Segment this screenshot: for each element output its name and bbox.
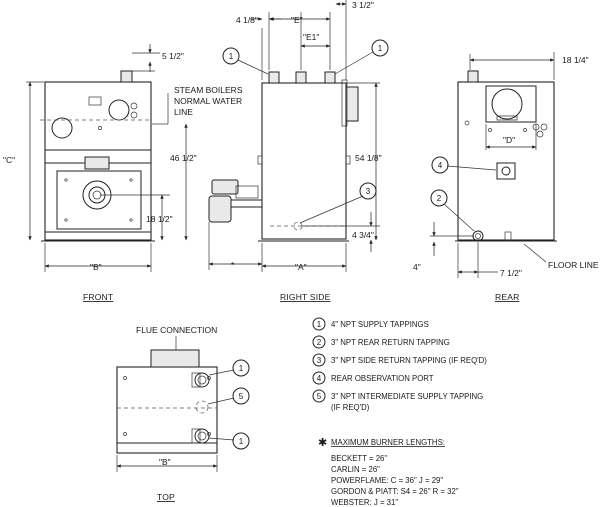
dim-18-1-4: 18 1/4" xyxy=(562,55,589,65)
burner-motor xyxy=(211,179,239,195)
side-cabinet xyxy=(261,82,347,240)
view-label-top: TOP xyxy=(157,492,175,502)
legend-item: 5 3" NPT INTERMEDIATE SUPPLY TAPPING (IF… xyxy=(312,389,483,412)
dim-star: * xyxy=(231,260,235,270)
svg-text:4" NPT SUPPLY TAPPINGS: 4" NPT SUPPLY TAPPINGS xyxy=(331,320,429,329)
svg-text:1: 1 xyxy=(378,44,383,53)
burner-line: BECKETT = 26" xyxy=(331,454,387,463)
svg-text:5: 5 xyxy=(317,392,322,401)
burner-line: POWERFLAME: C = 36" J = 29" xyxy=(331,476,443,485)
svg-text:4: 4 xyxy=(317,374,322,383)
svg-text:REAR OBSERVATION PORT: REAR OBSERVATION PORT xyxy=(331,374,434,383)
dim-5-1-2: 5 1/2" xyxy=(162,51,184,61)
svg-text:4: 4 xyxy=(438,161,443,170)
dim-3-1-2: 3 1/2" xyxy=(352,0,374,10)
svg-text:3" NPT REAR RETURN TAPPING: 3" NPT REAR RETURN TAPPING xyxy=(331,338,450,347)
dim-b-top: "B" xyxy=(159,457,171,467)
callout-1-top-lower xyxy=(232,432,250,450)
burner-line: GORDON & PIATT: S4 = 26" R = 32" xyxy=(331,487,459,496)
callout-4-rear xyxy=(431,156,449,174)
callout-1-side-left xyxy=(222,47,240,65)
front-supply-nozzle xyxy=(120,70,133,83)
dim-b-front: "B" xyxy=(90,262,102,272)
svg-text:5: 5 xyxy=(239,392,244,401)
burner-line: WEBSTER: J = 31" xyxy=(331,498,398,507)
rear-observation-port xyxy=(496,162,516,180)
burner-line: CARLIN = 26" xyxy=(331,465,380,474)
side-flue-collar xyxy=(345,86,359,122)
rear-cabinet xyxy=(457,81,555,241)
svg-text:3: 3 xyxy=(317,356,322,365)
steam-line-1: STEAM BOILERS xyxy=(174,85,243,95)
svg-text:1: 1 xyxy=(239,364,244,373)
view-label-rear: REAR xyxy=(495,292,519,302)
rear-callouts: 4 2 xyxy=(430,156,497,232)
top-view xyxy=(116,349,218,454)
dim-a: "A" xyxy=(295,262,307,272)
dim-46-1-2: 46 1/2" xyxy=(170,153,197,163)
dim-e: "E" xyxy=(291,15,303,25)
burner-housing xyxy=(208,195,232,223)
right-side-view xyxy=(208,71,359,242)
dim-54-1-8: 54 1/8" xyxy=(355,153,382,163)
steam-line-3: LINE xyxy=(174,107,193,117)
front-dimensions: "C" 5 1/2" STEAM BOILERS NORMAL WATER LI… xyxy=(3,44,243,302)
legend-item: 1 4" NPT SUPPLY TAPPINGS xyxy=(312,317,429,331)
dim-7-1-2: 7 1/2" xyxy=(500,268,522,278)
front-burner-plate xyxy=(56,170,142,230)
svg-text:3" NPT INTERMEDIATE SUPPLY TAP: 3" NPT INTERMEDIATE SUPPLY TAPPING xyxy=(331,392,483,401)
legend-item: 2 3" NPT REAR RETURN TAPPING xyxy=(312,335,450,349)
svg-text:1: 1 xyxy=(239,437,244,446)
top-supply-tapping-upper xyxy=(194,372,210,388)
top-flue-connection xyxy=(150,349,200,368)
rear-view xyxy=(455,70,557,242)
svg-text:1: 1 xyxy=(317,320,322,329)
flue-connection-label: FLUE CONNECTION xyxy=(136,325,217,335)
side-dimensions: 4 1/8" "E" 3 1/2" "E1" 54 1/8" 4 3/4" * … xyxy=(208,0,382,302)
front-gauge xyxy=(88,96,102,106)
burner-star: ✱ xyxy=(318,437,327,449)
top-intermediate-tapping xyxy=(195,400,209,414)
rear-dimensions: 18 1/4" "D" 4" 7 1/2" FLOOR LINE REAR xyxy=(413,52,599,302)
dim-c: "C" xyxy=(3,155,15,165)
front-view xyxy=(40,70,155,242)
dim-d: "D" xyxy=(503,135,515,145)
callout-1-side-right xyxy=(371,39,389,57)
legend-item: 4 REAR OBSERVATION PORT xyxy=(312,371,434,385)
callout-3-side xyxy=(359,182,377,200)
svg-text:3: 3 xyxy=(366,187,371,196)
rear-flue-outlet xyxy=(485,85,537,123)
view-label-front: FRONT xyxy=(83,292,113,302)
legend: 1 4" NPT SUPPLY TAPPINGS 2 3" NPT REAR R… xyxy=(312,317,487,412)
front-burner-mount xyxy=(84,156,110,170)
steam-line-2: NORMAL WATER xyxy=(174,96,242,106)
burner-lengths: ✱ MAXIMUM BURNER LENGTHS: BECKETT = 26" … xyxy=(318,437,459,507)
svg-text:2: 2 xyxy=(317,338,322,347)
svg-text:1: 1 xyxy=(229,52,234,61)
front-inspection-port xyxy=(51,117,73,139)
dim-18-1-2: 18 1/2" xyxy=(146,214,173,224)
top-supply-tapping-lower xyxy=(194,428,210,444)
dim-4-3-4: 4 3/4" xyxy=(352,230,374,240)
side-callouts: 1 1 3 xyxy=(222,39,389,224)
dim-4-1-8: 4 1/8" xyxy=(236,15,258,25)
view-label-right-side: RIGHT SIDE xyxy=(280,292,331,302)
floor-line-label: FLOOR LINE xyxy=(548,260,599,270)
burner-title: MAXIMUM BURNER LENGTHS: xyxy=(331,438,445,447)
top-annotations: FLUE CONNECTION "B" TOP 1 5 1 xyxy=(116,325,250,502)
callout-5-top xyxy=(232,387,250,405)
callout-2-rear xyxy=(430,189,448,207)
svg-text:(IF REQ'D): (IF REQ'D) xyxy=(331,403,370,412)
legend-item: 3 3" NPT SIDE RETURN TAPPING (IF REQ'D) xyxy=(312,353,487,367)
svg-text:2: 2 xyxy=(437,194,442,203)
callout-1-top-upper xyxy=(232,359,250,377)
svg-text:3" NPT SIDE RETURN TAPPING (IF: 3" NPT SIDE RETURN TAPPING (IF REQ'D) xyxy=(331,356,487,365)
dim-e1: "E1" xyxy=(303,32,319,42)
dim-4: 4" xyxy=(413,262,421,272)
